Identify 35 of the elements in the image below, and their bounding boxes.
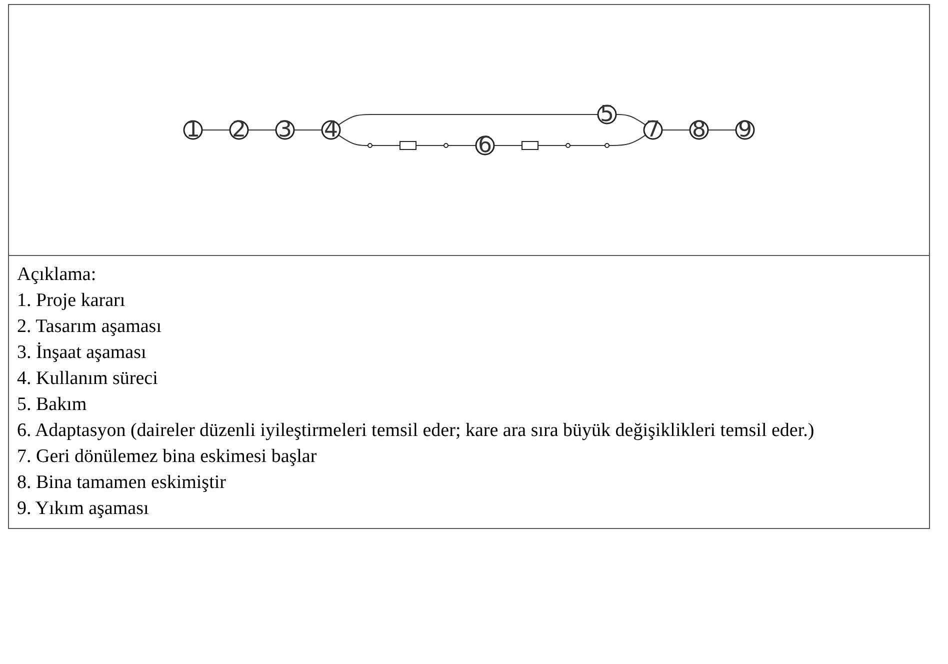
node-circle: 7 [643, 120, 663, 140]
connector [416, 145, 444, 146]
connector [338, 134, 368, 146]
node-circle [604, 143, 610, 148]
legend-note: 4. Kullanım süreci [17, 367, 159, 391]
legend-note: 9. Yıkım aşaması [17, 497, 150, 521]
connector [372, 145, 400, 146]
legend-note: 3. İnşaat aşaması [17, 341, 148, 365]
connector [570, 145, 606, 146]
node-box [522, 141, 538, 150]
node-box [400, 141, 416, 150]
legend-note: 2. Tasarım aşaması [17, 315, 162, 339]
connector [608, 134, 646, 146]
connector [616, 114, 646, 126]
node-circle: 8 [689, 120, 709, 140]
legend-note: 5. Bakım [17, 393, 88, 417]
node-circle: 5 [597, 104, 617, 124]
node-circle: 1 [183, 120, 203, 140]
node-circle: 4 [321, 120, 341, 140]
legend-note: 8. Bina tamamen eskimiştir [17, 471, 227, 495]
connector [448, 145, 476, 146]
node-circle [566, 143, 570, 148]
node-circle [444, 143, 448, 148]
legend-note: 6. Adaptasyon (daireler düzenli iyileştirmeleri temsil eder; kare ara sıra büyük değişiklikleri temsil eder.) [17, 419, 816, 443]
legend-note: 7. Geri dönülemez bina eskimesi başlar [17, 445, 318, 469]
legend-note: 1. Proje kararı [17, 289, 126, 313]
legend-note: Açıklama: [17, 263, 98, 287]
node-circle: 2 [229, 120, 249, 140]
node-circle: 6 [475, 136, 495, 156]
connector [494, 145, 522, 146]
node-circle [368, 143, 372, 148]
node-circle: 9 [735, 120, 755, 140]
connector [338, 114, 598, 126]
connector [538, 145, 566, 146]
node-circle: 3 [275, 120, 295, 140]
